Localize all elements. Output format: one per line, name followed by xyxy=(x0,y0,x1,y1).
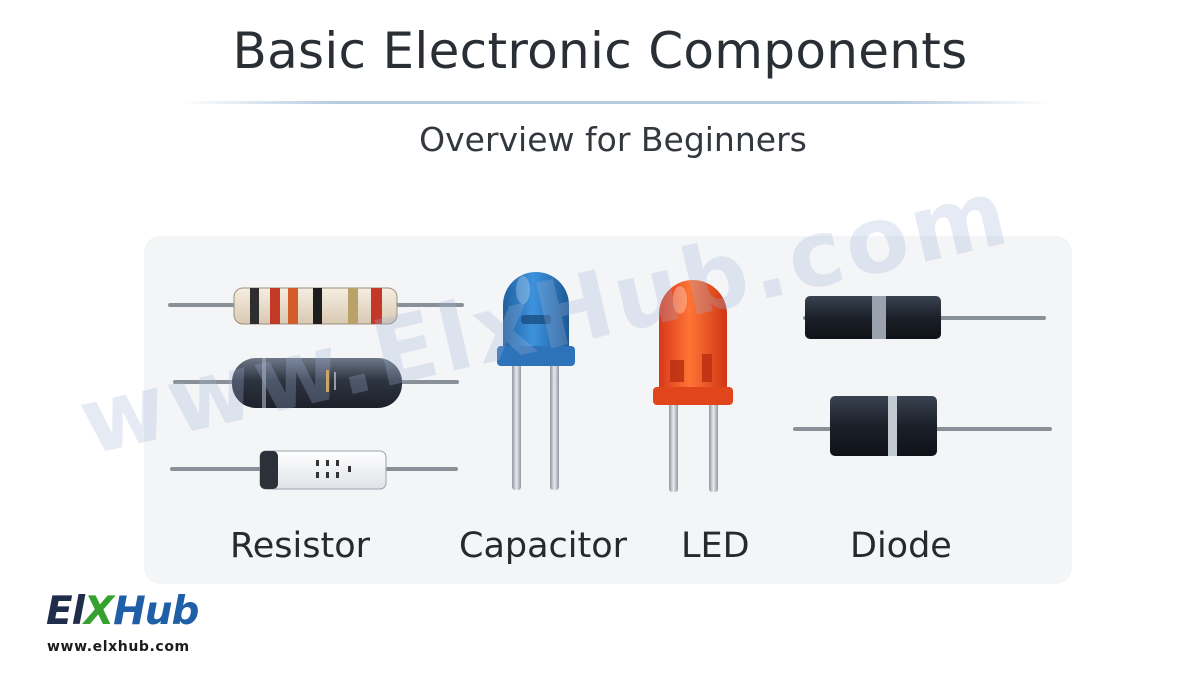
resistor-dark-icon xyxy=(173,358,459,408)
led-label: LED xyxy=(681,526,750,566)
resistor-white-icon xyxy=(170,450,458,490)
capacitor-label: Capacitor xyxy=(459,526,628,566)
diode-small-icon xyxy=(803,296,1046,339)
diode-large-icon xyxy=(793,396,1052,456)
logo-url: www.elxhub.com xyxy=(47,639,190,655)
logo-text-el: El xyxy=(46,589,85,634)
resistor-banded-icon xyxy=(168,287,464,325)
elxhub-logo: ElXHub xyxy=(46,589,199,634)
diode-label: Diode xyxy=(850,526,952,566)
logo-text-x: X xyxy=(84,589,114,634)
logo-text-hub: Hub xyxy=(113,589,199,634)
capacitor-icon xyxy=(497,272,575,490)
page-subtitle: Overview for Beginners xyxy=(419,120,807,159)
resistor-label: Resistor xyxy=(230,526,370,566)
led-icon xyxy=(653,280,733,492)
title-divider xyxy=(180,101,1050,104)
page-title: Basic Electronic Components xyxy=(232,22,968,80)
